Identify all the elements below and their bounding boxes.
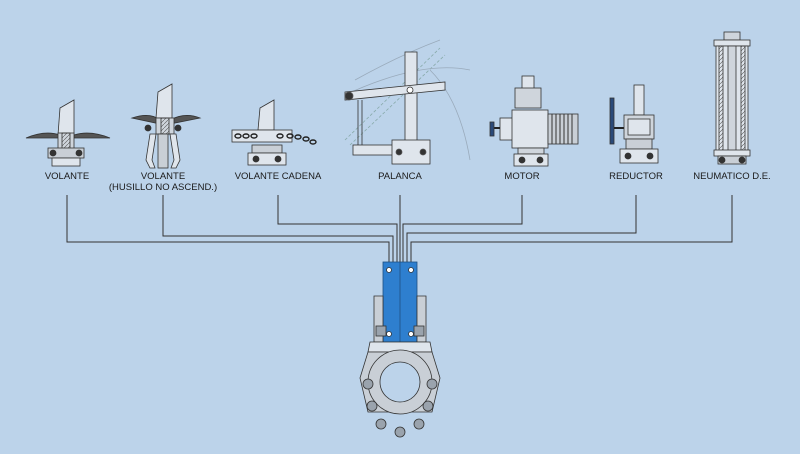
neumatico-actuator-drawing <box>713 31 751 165</box>
actuator-name: VOLANTE <box>44 171 90 182</box>
actuator-label-reductor: REDUCTOR <box>609 171 663 182</box>
actuator-name: PALANCA <box>378 171 422 182</box>
actuator-name: REDUCTOR <box>609 171 663 182</box>
knife-gate-valve-drawing <box>359 261 441 438</box>
actuator-label-volante-husillo: VOLANTE (HUSILLO NO ASCEND.) <box>109 171 217 193</box>
actuator-label-motor: MOTOR <box>504 171 539 182</box>
volante-actuator-drawing <box>25 99 111 167</box>
actuator-name: NEUMATICO D.E. <box>693 171 771 182</box>
volante-cadena-actuator-drawing <box>231 99 317 166</box>
actuator-label-volante-cadena: VOLANTE CADENA <box>235 171 322 182</box>
actuator-label-neumatico: NEUMATICO D.E. <box>693 171 770 182</box>
actuator-name: VOLANTE CADENA <box>234 171 322 182</box>
motor-actuator-drawing <box>489 75 579 167</box>
connector-lines <box>66 195 733 262</box>
reductor-actuator-drawing <box>609 84 659 164</box>
actuator-name: VOLANTE <box>140 171 186 182</box>
actuator-label-volante: VOLANTE <box>45 171 89 182</box>
volante-husillo-actuator-drawing <box>130 83 202 169</box>
palanca-actuator-drawing <box>344 39 471 165</box>
actuator-sublabel: (HUSILLO NO ASCEND.) <box>108 182 218 193</box>
actuator-label-palanca: PALANCA <box>378 171 422 182</box>
actuator-name: MOTOR <box>504 171 540 182</box>
